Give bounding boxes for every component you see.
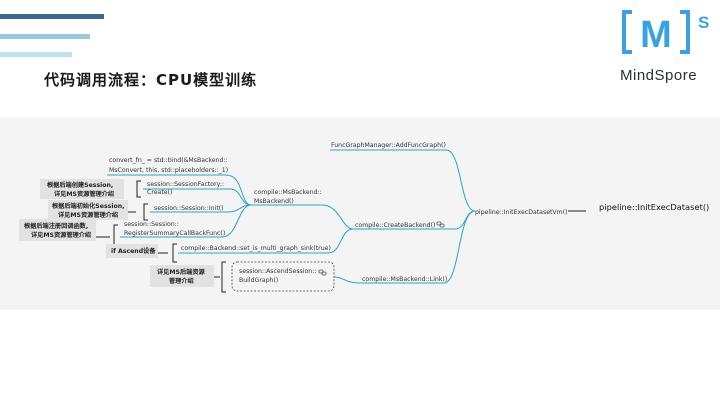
decor-bar-dark	[0, 14, 104, 19]
node-add-func-graph: FuncGraphManager::AddFuncGraph()	[331, 142, 446, 149]
node-root: pipeline::InitExecDataset()	[599, 202, 709, 212]
slide-title: 代码调用流程：CPU模型训练	[44, 71, 258, 89]
link-icon	[436, 221, 445, 228]
mindspore-logo: M S	[622, 10, 709, 56]
decor-bar-light	[0, 34, 90, 39]
node-set-multi-graph-sink: compile::Backend::set_is_multi_graph_sin…	[181, 245, 331, 252]
note-create-session-line2: 详见MS资源管理介绍	[54, 190, 114, 198]
note-resource-management-line2: 管理介绍	[169, 277, 194, 285]
node-convert-fn-line1: convert_fn_ = std::bind(&MsBackend::	[109, 157, 228, 164]
note-resource-management-line1: 详见MS后端资源	[157, 268, 206, 276]
node-ms-backend-link: compile::MsBackend::Link()	[362, 276, 447, 283]
logo-text: MindSpore	[620, 67, 698, 84]
decor-bar-lighter	[0, 52, 72, 57]
call-flow-mindmap: pipeline::InitExecDataset() pipeline::In…	[19, 142, 709, 293]
node-ms-backend-ctor-line2: MsBackend()	[254, 198, 294, 205]
node-ascend-build-line2: BuildGraph()	[239, 277, 278, 284]
node-ascend-build-line1: session::AscendSession::	[239, 268, 316, 275]
note-register-callback-line2: 详见MS资源管理介绍	[31, 231, 91, 239]
node-ms-backend-ctor-line1: compile::MsBackend::	[254, 189, 322, 196]
note-ascend-device: if Ascend设备	[106, 244, 158, 258]
note-register-callback-line1: 根据后端注册回调函数,	[24, 222, 88, 230]
mindmap-panel: pipeline::InitExecDataset() pipeline::In…	[0, 118, 720, 310]
node-session-init: session::Session::Init()	[154, 205, 224, 212]
node-create-backend: compile::CreateBackend()	[355, 222, 435, 229]
note-init-session: 根据后端初始化Session, 详见MS资源管理介绍	[48, 200, 128, 220]
link-icon	[318, 269, 327, 276]
logo-mark-superscript: S	[698, 13, 709, 32]
node-register-callback-line2: RegisterSummaryCallBackFunc()	[124, 230, 225, 237]
node-init-exec-dataset-vm: pipeline::InitExecDatasetVm()	[475, 209, 568, 216]
note-create-session: 根据后端创建Session, 详见MS资源管理介绍	[40, 179, 124, 199]
node-convert-fn-line2: MsConvert, this, std::placeholders::_1)	[109, 167, 228, 174]
note-create-session-line1: 根据后端创建Session,	[47, 181, 113, 189]
note-register-callback: 根据后端注册回调函数, 详见MS资源管理介绍	[19, 219, 96, 241]
node-session-create-line2: Create()	[147, 189, 172, 196]
logo-mark-letter: M	[640, 14, 672, 56]
node-ascend-build-box	[231, 261, 335, 292]
connector-lines	[94, 149, 586, 293]
node-register-callback-line1: session::Session::	[124, 221, 179, 228]
note-ascend-device-text: if Ascend设备	[111, 247, 156, 255]
node-session-create-line1: session::SessionFactory::	[147, 181, 224, 188]
note-init-session-line1: 根据后端初始化Session,	[52, 202, 124, 210]
note-init-session-line2: 详见MS资源管理介绍	[58, 211, 118, 219]
note-resource-management: 详见MS后端资源 管理介绍	[150, 265, 214, 287]
logo-left-bracket	[622, 10, 632, 54]
logo-right-bracket	[680, 10, 690, 54]
